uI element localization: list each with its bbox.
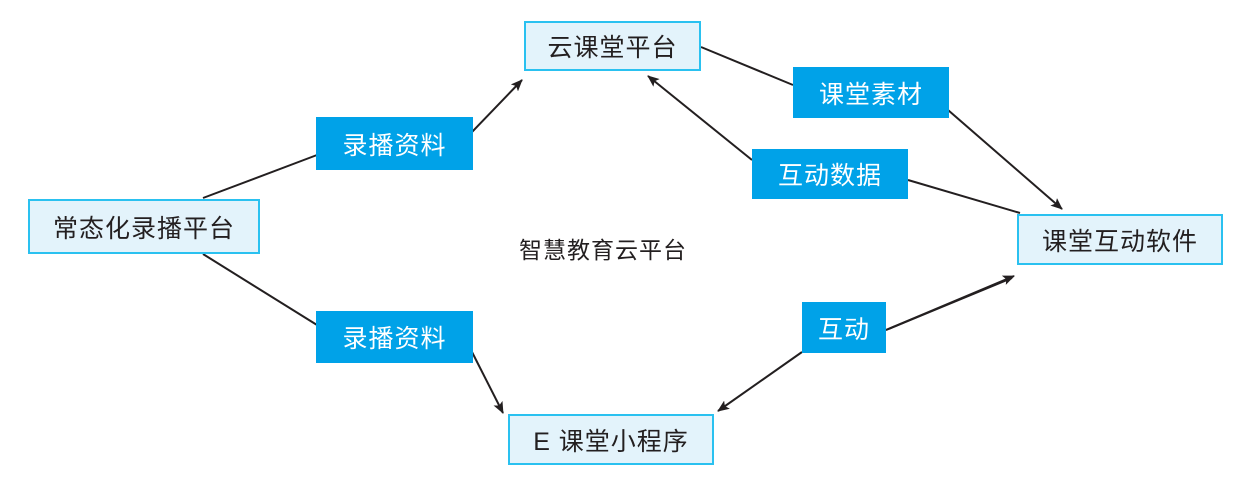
- edge-label-interaction-data-text: 互动数据: [777, 162, 882, 190]
- node-recording-platform-label: 常态化录播平台: [52, 214, 235, 243]
- edge-label-interaction-data[interactable]: 互动数据: [752, 149, 908, 199]
- node-eclass-miniapp[interactable]: E 课堂小程序: [508, 414, 714, 465]
- edge-recording-to-miniapp-seg1: [202, 253, 318, 326]
- edge-label-classroom-material-text: 课堂素材: [818, 80, 923, 109]
- edge-interactive-to-cloud-seg2: [647, 75, 753, 161]
- node-recording-platform[interactable]: 常态化录播平台: [28, 199, 260, 254]
- edge-recording-to-cloud-seg2: [471, 79, 523, 133]
- node-interactive-software[interactable]: 课堂互动软件: [1017, 214, 1223, 265]
- diagram-center-caption: 智慧教育云平台: [519, 231, 687, 265]
- edge-cloud-to-interactive-seg1: [700, 46, 794, 86]
- edge-interactive-to-cloud-seg1: [907, 179, 1021, 214]
- edge-label-classroom-material[interactable]: 课堂素材: [793, 67, 949, 118]
- edge-label-recording-material-top[interactable]: 录播资料: [316, 117, 473, 170]
- edge-recording-to-miniapp-seg2: [471, 351, 504, 414]
- edge-label-interaction-text: 互动: [817, 315, 870, 344]
- edge-miniapp-to-interactive: [885, 275, 1015, 331]
- node-interactive-software-label: 课堂互动软件: [1041, 227, 1198, 256]
- edge-label-interaction[interactable]: 互动: [802, 302, 886, 353]
- diagram-center-caption-text: 智慧教育云平台: [519, 237, 687, 263]
- edge-cloud-to-interactive-seg2: [947, 109, 1063, 210]
- edge-label-recording-material-top-text: 录播资料: [342, 131, 447, 160]
- edge-recording-to-cloud-seg1: [202, 154, 318, 199]
- edge-interactive-to-miniapp-seg1: [885, 277, 1013, 331]
- edge-interactive-to-miniapp-seg2: [717, 351, 803, 412]
- node-cloud-classroom-label: 云课堂平台: [547, 34, 678, 62]
- node-cloud-classroom[interactable]: 云课堂平台: [524, 21, 701, 71]
- edge-label-recording-material-bottom-text: 录播资料: [342, 325, 447, 353]
- node-eclass-miniapp-label: E 课堂小程序: [533, 427, 689, 456]
- edge-label-recording-material-bottom[interactable]: 录播资料: [316, 311, 473, 363]
